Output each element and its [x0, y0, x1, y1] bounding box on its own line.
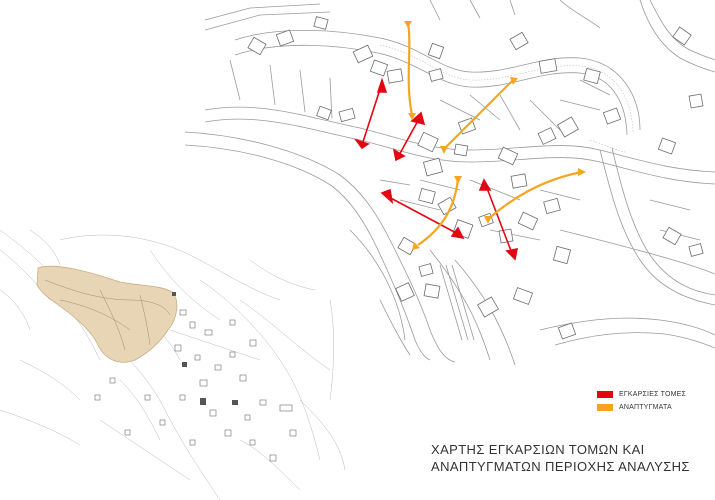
legend-label-elevations: ΑΝΑΠΤΥΓΜΑΤΑ [619, 404, 672, 411]
section-line-3 [384, 194, 461, 236]
triangle-arrow-icon [578, 168, 586, 176]
triangle-arrow-icon [408, 113, 416, 120]
triangle-arrow-icon [510, 77, 518, 85]
section-line-4 [484, 182, 514, 257]
triangle-arrow-icon [376, 77, 388, 93]
triangle-arrow-icon [404, 21, 412, 28]
triangle-arrow-icon [450, 226, 465, 240]
triangle-arrow-icon [412, 242, 420, 250]
map-title-line-2: ΑΝΑΠΤΥΓΜΑΤΩΝ ΠΕΡΙΟΧΗΣ ΑΝΑΛΥΣΗΣ [431, 459, 690, 474]
triangle-arrow-icon [410, 111, 426, 126]
elevations [404, 21, 586, 250]
legend-row-elevations: ΑΝΑΠΤΥΓΜΑΤΑ [597, 401, 686, 414]
elevations-swatch [597, 404, 613, 411]
section-line-1 [361, 82, 383, 146]
legend-row-sections: ΕΓΚΑΡΣΙΕΣ ΤΟΜΕΣ [597, 388, 686, 401]
triangle-arrow-icon [380, 188, 394, 205]
triangle-arrow-icon [392, 148, 406, 162]
triangle-arrow-icon [478, 178, 492, 191]
elevation-line-1 [406, 21, 414, 116]
cross-sections [353, 77, 519, 261]
triangle-arrow-icon [505, 247, 519, 261]
map-title-line-1: ΧΑΡΤΗΣ ΕΓΚΑΡΣΙΩΝ ΤΟΜΩΝ ΚΑΙ [431, 442, 645, 457]
locator-map [0, 229, 346, 500]
map-title: ΧΑΡΤΗΣ ΕΓΚΑΡΣΙΩΝ ΤΟΜΩΝ ΚΑΙ ΑΝΑΠΤΥΓΜΑΤΩΝ … [431, 441, 690, 475]
legend-label-sections: ΕΓΚΑΡΣΙΕΣ ΤΟΜΕΣ [619, 391, 687, 398]
walkway-hatch [379, 44, 634, 153]
buildings [247, 16, 704, 340]
triangle-arrow-icon [484, 216, 492, 224]
triangle-arrow-icon [454, 176, 462, 184]
study-area-highlight [36, 265, 178, 363]
map-legend: ΕΓΚΑΡΣΙΕΣ ΤΟΜΕΣ ΑΝΑΠΤΥΓΜΑΤΑ [597, 388, 686, 414]
triangle-arrow-icon [440, 146, 448, 154]
triangle-arrow-icon [353, 138, 370, 150]
detailed-site-plan [184, 0, 715, 366]
elevation-line-4 [486, 170, 583, 221]
elevation-line-3 [417, 177, 460, 246]
sections-swatch [597, 391, 613, 398]
section-line-2 [397, 116, 421, 158]
elevation-line-2 [442, 79, 514, 151]
